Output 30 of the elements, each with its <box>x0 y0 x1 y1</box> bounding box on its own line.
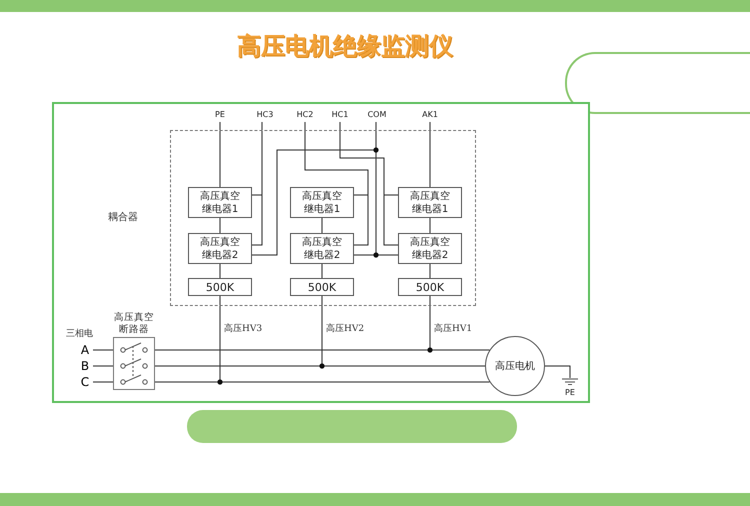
phase-label: C <box>78 375 92 389</box>
wire <box>340 122 398 246</box>
terminal-label: HC1 <box>327 110 353 122</box>
terminal-label: HC2 <box>292 110 318 122</box>
line-label: 高压HV2 <box>326 322 364 335</box>
relay-box: 高压真空继电器2 <box>398 233 462 264</box>
title: 高压电机绝缘监测仪 <box>236 31 454 62</box>
breaker-label: 高压真空断路器 <box>113 312 155 336</box>
relay-box: 高压真空继电器2 <box>188 233 252 264</box>
terminal-label: PE <box>210 110 230 122</box>
resistor-box: 500K <box>398 278 462 296</box>
line-label: 高压HV3 <box>224 322 262 335</box>
wire <box>544 366 570 378</box>
relay-box: 高压真空继电器1 <box>290 187 354 218</box>
relay-box: 高压真空继电器2 <box>290 233 354 264</box>
terminal-label: HC3 <box>252 110 278 122</box>
supply-label: 三相电 <box>66 328 93 340</box>
line-label: 高压HV1 <box>434 322 472 335</box>
phase-label: A <box>78 343 92 357</box>
relay-box: 高压真空继电器1 <box>188 187 252 218</box>
wire <box>252 122 262 246</box>
resistor-box: 500K <box>290 278 354 296</box>
group-label: 耦合器 <box>108 211 139 224</box>
relay-box: 高压真空继电器1 <box>398 187 462 218</box>
wire <box>304 122 368 246</box>
resistor-box: 500K <box>188 278 252 296</box>
phase-label: B <box>78 359 92 373</box>
terminal-label: COM <box>364 110 390 122</box>
ground-label: PE <box>564 388 576 399</box>
terminal-label: AK1 <box>418 110 442 122</box>
